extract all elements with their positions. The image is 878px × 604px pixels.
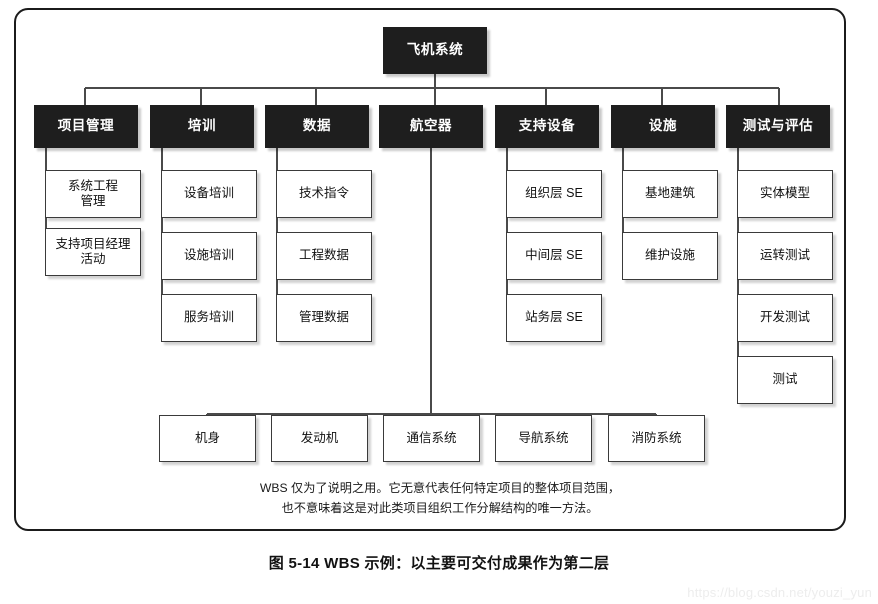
node-label: 发动机	[300, 430, 339, 445]
node-label: 运转测试	[759, 248, 810, 263]
node-label: 测试	[772, 372, 798, 387]
node-label: 机身	[194, 430, 220, 445]
node-label: 开发测试	[759, 310, 810, 325]
node-l1-aircraft[interactable]: 航空器	[379, 105, 483, 148]
node-l2-training-0[interactable]: 设备培训	[161, 170, 257, 218]
node-label: 导航系统	[518, 430, 569, 445]
node-label: 站务层 SE	[525, 310, 583, 325]
figure-caption: 图 5-14 WBS 示例：以主要可交付成果作为第二层	[268, 555, 610, 572]
node-l2-data-2[interactable]: 管理数据	[276, 294, 372, 342]
node-l1-training[interactable]: 培训	[150, 105, 254, 148]
node-l2-pm-0[interactable]: 系统工程 管理	[45, 170, 141, 218]
node-label: 飞机系统	[406, 42, 464, 58]
node-label: 工程数据	[298, 248, 349, 263]
node-label: 培训	[187, 118, 217, 134]
node-l2-test-1[interactable]: 运转测试	[737, 232, 833, 280]
node-label: 系统工程 管理	[67, 178, 118, 208]
diagram-note: WBS 仅为了说明之用。它无意代表任何特定项目的整体项目范围， 也不意味着这是对…	[150, 478, 730, 518]
node-label: 中间层 SE	[525, 248, 583, 263]
node-l1-data[interactable]: 数据	[265, 105, 369, 148]
node-l2-facility-0[interactable]: 基地建筑	[622, 170, 718, 218]
node-l1-facility[interactable]: 设施	[611, 105, 715, 148]
node-label: 组织层 SE	[525, 186, 583, 201]
node-l2-test-2[interactable]: 开发测试	[737, 294, 833, 342]
node-l2-test-3[interactable]: 测试	[737, 356, 833, 404]
node-label: 服务培训	[183, 310, 234, 325]
node-label: 设施	[648, 118, 678, 134]
node-l2-aircraft-4[interactable]: 消防系统	[608, 415, 705, 462]
node-label: 设施培训	[183, 248, 234, 263]
node-l2-support-1[interactable]: 中间层 SE	[506, 232, 602, 280]
node-l2-facility-1[interactable]: 维护设施	[622, 232, 718, 280]
node-l2-training-1[interactable]: 设施培训	[161, 232, 257, 280]
node-label: 维护设施	[644, 248, 695, 263]
node-l1-test-and-evaluation[interactable]: 测试与评估	[726, 105, 830, 148]
node-l2-test-0[interactable]: 实体模型	[737, 170, 833, 218]
node-label: 数据	[302, 118, 332, 134]
watermark: https://blog.csdn.net/youzi_yun	[687, 585, 872, 600]
node-label: 技术指令	[298, 186, 349, 201]
node-label: 支持项目经理 活动	[55, 236, 131, 266]
node-label: 项目管理	[57, 118, 115, 134]
node-l2-support-0[interactable]: 组织层 SE	[506, 170, 602, 218]
node-l2-aircraft-0[interactable]: 机身	[159, 415, 256, 462]
node-l2-pm-1[interactable]: 支持项目经理 活动	[45, 228, 141, 276]
node-label: 航空器	[409, 118, 453, 134]
node-l2-training-2[interactable]: 服务培训	[161, 294, 257, 342]
node-label: 实体模型	[759, 186, 810, 201]
node-l1-support-equipment[interactable]: 支持设备	[495, 105, 599, 148]
node-label: 设备培训	[183, 186, 234, 201]
node-l2-support-2[interactable]: 站务层 SE	[506, 294, 602, 342]
diagram-note-line-2: 也不意味着这是对此类项目组织工作分解结构的唯一方法。	[281, 501, 599, 516]
node-label: 测试与评估	[742, 118, 814, 134]
node-root-aircraft-system[interactable]: 飞机系统	[383, 27, 487, 74]
node-l2-data-0[interactable]: 技术指令	[276, 170, 372, 218]
node-label: 通信系统	[406, 430, 457, 445]
node-l2-aircraft-1[interactable]: 发动机	[271, 415, 368, 462]
node-label: 支持设备	[518, 118, 576, 134]
node-l2-data-1[interactable]: 工程数据	[276, 232, 372, 280]
node-label: 消防系统	[631, 430, 682, 445]
node-label: 基地建筑	[644, 186, 695, 201]
diagram-note-line-1: WBS 仅为了说明之用。它无意代表任何特定项目的整体项目范围，	[259, 481, 621, 495]
node-l2-aircraft-2[interactable]: 通信系统	[383, 415, 480, 462]
node-label: 管理数据	[298, 310, 349, 325]
node-l2-aircraft-3[interactable]: 导航系统	[495, 415, 592, 462]
node-l1-project-management[interactable]: 项目管理	[34, 105, 138, 148]
